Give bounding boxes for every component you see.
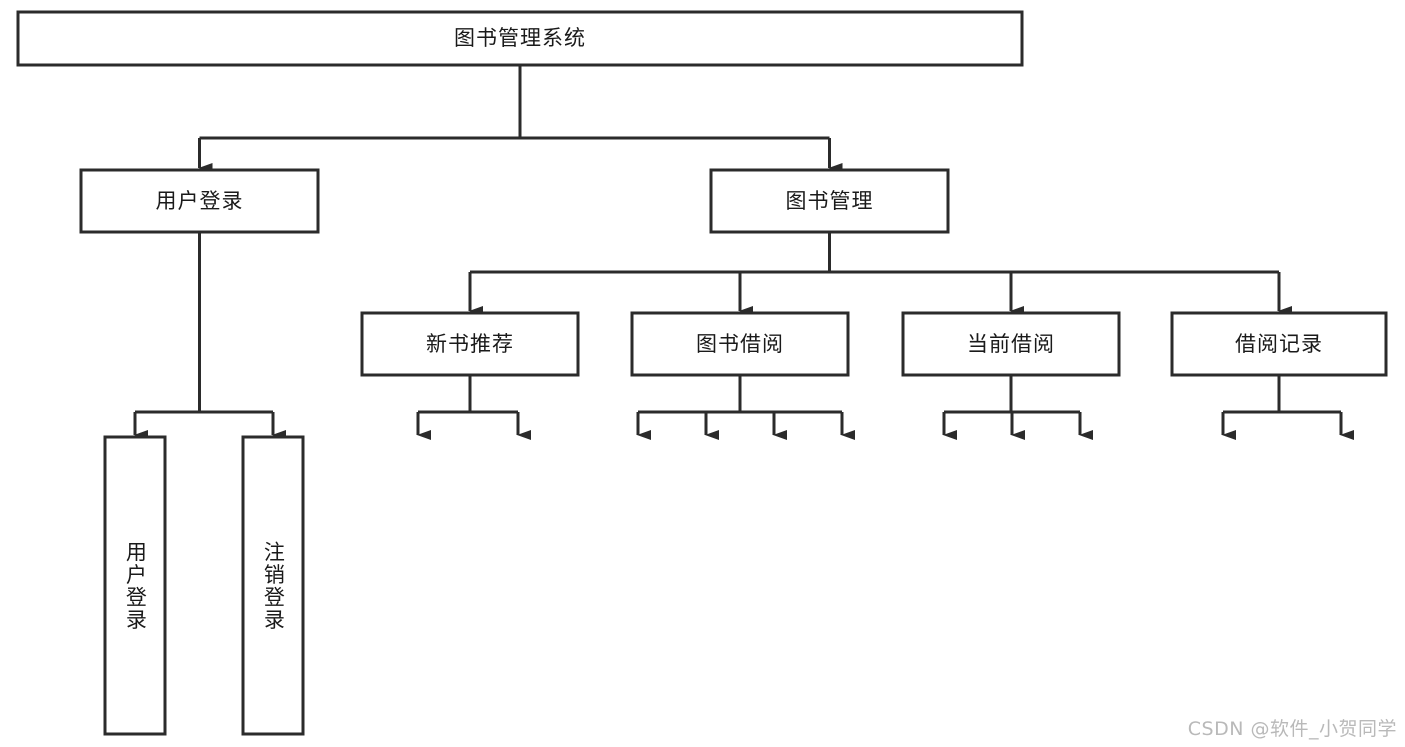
- node-box-user-login-do[interactable]: [103, 435, 167, 736]
- node-box-user-logout[interactable]: [241, 435, 305, 736]
- node-box-borrow-record[interactable]: [1170, 311, 1388, 377]
- node-box-book-borrow[interactable]: [630, 311, 850, 377]
- edges-layer: [133, 65, 1354, 440]
- node-box-new-book-recommend[interactable]: [360, 311, 580, 377]
- node-box-root[interactable]: [16, 10, 1024, 67]
- node-box-current-borrow[interactable]: [901, 311, 1121, 377]
- watermark-text: CSDN @软件_小贺同学: [1187, 718, 1397, 740]
- boxes-layer: [16, 10, 1388, 736]
- node-box-book-manage[interactable]: [709, 168, 950, 234]
- node-box-user-login[interactable]: [79, 168, 320, 234]
